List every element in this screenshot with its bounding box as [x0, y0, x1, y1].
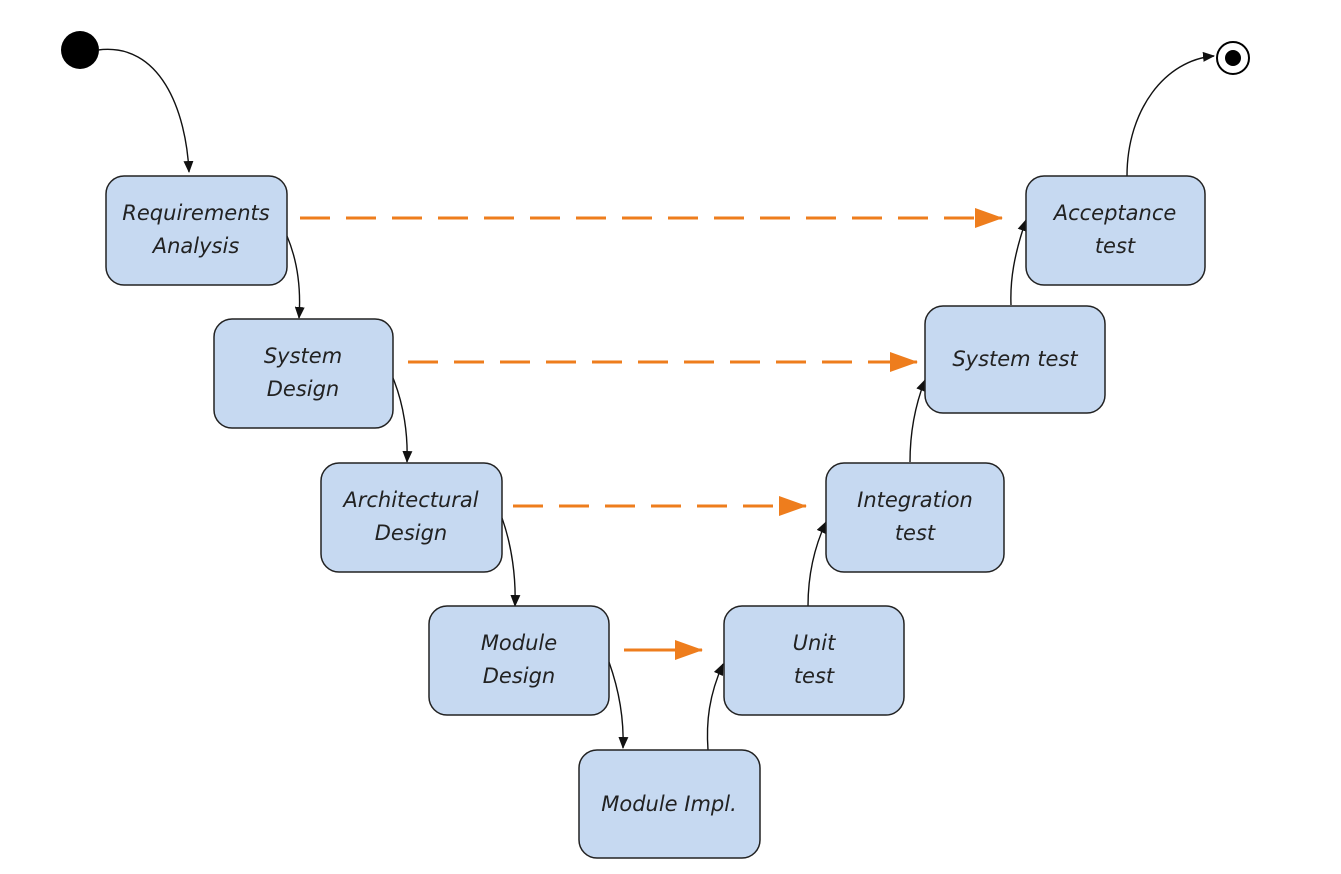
flow-arrow-requirements-to-system-design: [286, 235, 305, 319]
flow-arrows: [97, 48, 1215, 751]
node-label-line: test: [1095, 234, 1136, 258]
node-label-line: Acceptance: [1052, 201, 1177, 225]
flow-arrow-system-design-to-architectural-design: [392, 377, 413, 463]
node-label-line: test: [895, 521, 936, 545]
node-acceptance-test: Acceptance test: [1025, 175, 1206, 286]
node-label-line: Design: [267, 377, 340, 401]
node-label-line: Requirements: [122, 201, 269, 225]
flow-arrow-module-design-to-module-impl: [608, 661, 629, 749]
initial-state: [61, 31, 99, 69]
final-state: [1216, 41, 1250, 75]
flow-arrow-unit-test-to-integration-test: [807, 521, 827, 607]
node-label-line: Design: [483, 664, 556, 688]
node-label-line: Unit: [793, 631, 837, 655]
node-integration-test: Integration test: [825, 462, 1005, 573]
node-label-line: Analysis: [151, 234, 240, 258]
node-system-test: System test: [924, 305, 1106, 414]
node-label-line: Integration: [857, 488, 973, 512]
trace-arrows: [300, 208, 1003, 660]
node-system-design: System Design: [213, 318, 394, 429]
node-label-line: Module: [481, 631, 557, 655]
flow-arrow-acceptance-test-to-end: [1126, 51, 1215, 177]
flow-arrow-system-test-to-acceptance-test: [1010, 219, 1028, 306]
flow-arrow-architectural-design-to-module-design: [501, 517, 521, 607]
node-unit-test: Unit test: [723, 605, 905, 716]
flow-arrow-integration-test-to-system-test: [909, 379, 926, 463]
node-label-line: test: [794, 664, 835, 688]
flow-arrow-start-to-requirements: [97, 48, 194, 173]
flow-arrow-module-impl-to-unit-test: [706, 663, 724, 751]
node-label-line: System: [264, 344, 342, 368]
node-module-design: Module Design: [428, 605, 610, 716]
node-label-line: Module Impl.: [601, 792, 737, 816]
node-architectural-design: Architectural Design: [320, 462, 503, 573]
node-module-impl: Module Impl.: [578, 749, 761, 859]
node-label-line: System test: [952, 347, 1078, 371]
node-requirements-analysis: Requirements Analysis: [105, 175, 288, 286]
node-label-line: Architectural: [341, 488, 478, 512]
node-label-line: Design: [375, 521, 448, 545]
